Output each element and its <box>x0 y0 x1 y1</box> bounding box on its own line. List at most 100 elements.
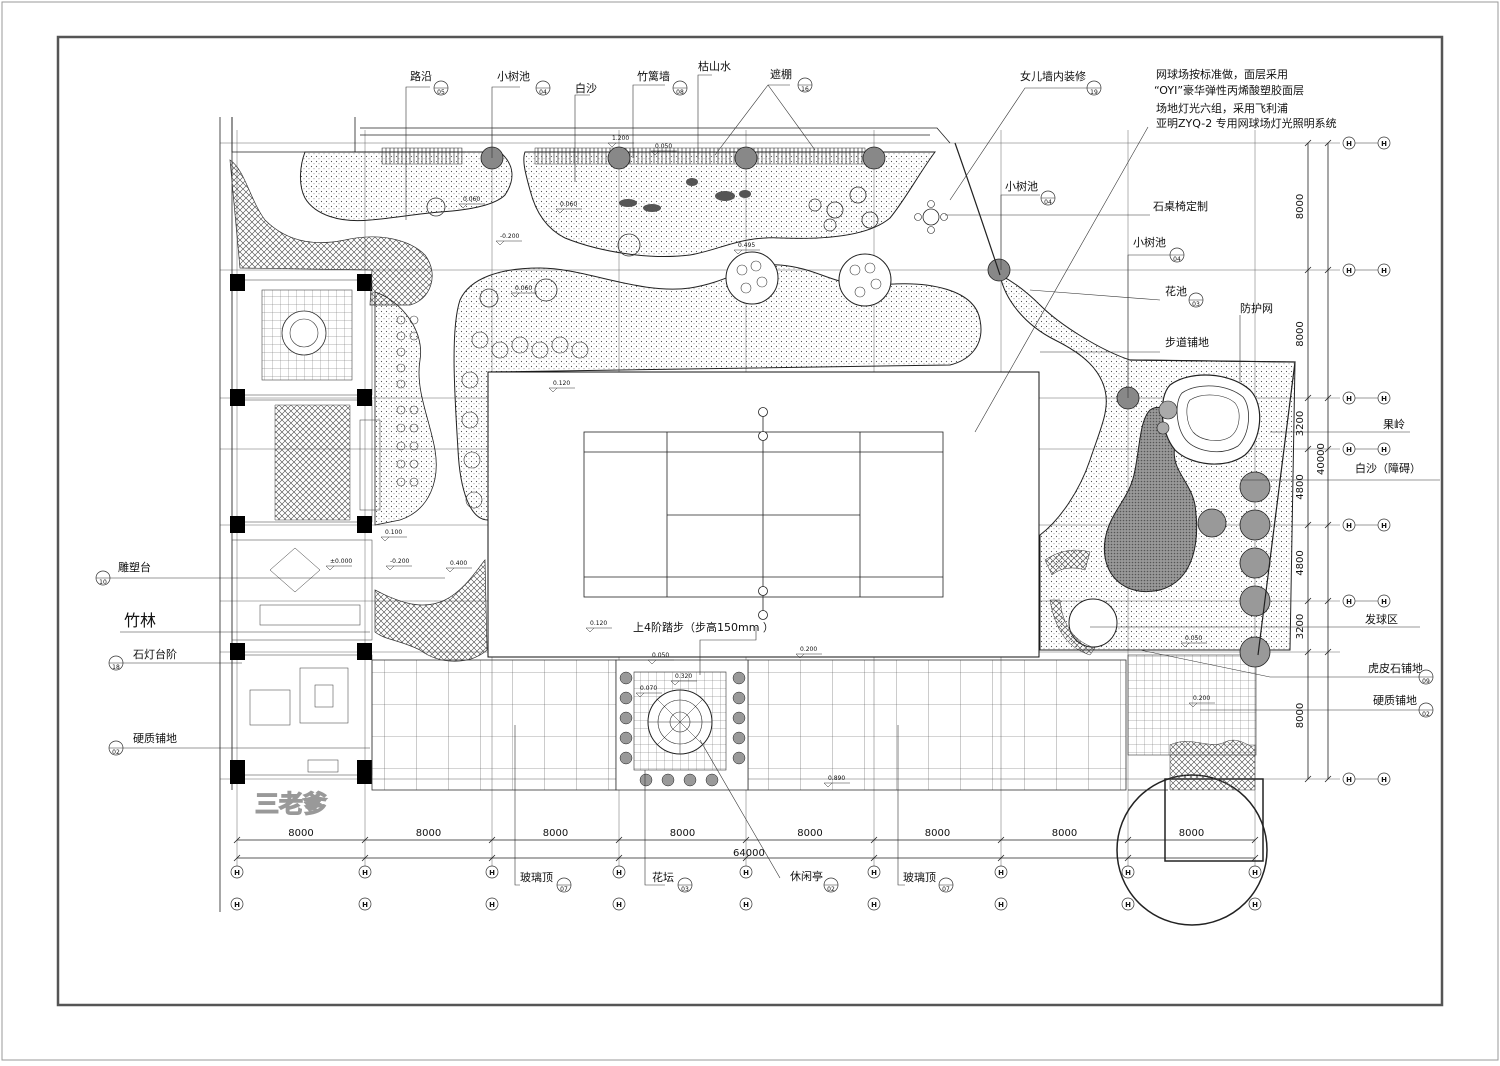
svg-text:-0.200: -0.200 <box>390 558 410 565</box>
elevation-marker: 0.050 <box>1180 635 1207 648</box>
label-yingzhi-left: 硬质铺地 <box>133 732 177 745</box>
elevation-marker: 0.060 <box>458 196 485 209</box>
label-shidengtaijie: 石灯台阶 <box>133 647 177 661</box>
svg-text:H: H <box>871 901 877 909</box>
axis-bubble-bottom: H <box>994 865 1008 879</box>
elevation-marker: 0.320 <box>670 673 697 686</box>
flower-beds <box>725 251 892 307</box>
svg-text:H: H <box>1346 140 1352 148</box>
elevation-marker: 0.890 <box>823 775 850 788</box>
svg-text:03: 03 <box>681 886 689 893</box>
svg-text:H: H <box>998 901 1004 909</box>
bubble-huatan: 03 <box>677 877 693 893</box>
label-shizhuoyi: 石桌椅定制 <box>1153 199 1208 213</box>
dim-right-total: 40000 <box>1316 443 1327 475</box>
svg-text:04: 04 <box>1044 199 1052 206</box>
label-xiaoshuchi-r1: 小树池 <box>1005 179 1038 193</box>
label-lubian: 路沿 <box>410 70 432 83</box>
axis-bubble-right: H <box>1342 518 1356 532</box>
axis-bubble-bottom-2: H <box>612 897 626 911</box>
svg-text:04: 04 <box>1173 256 1181 263</box>
bubble-diaosutai: 10 <box>95 570 111 586</box>
svg-text:02: 02 <box>827 886 835 893</box>
bubble-yingzhi-left: 02 <box>108 740 124 756</box>
dim-bottom-label: 8000 <box>1052 828 1077 839</box>
round-canopy <box>1116 774 1268 926</box>
axis-bubble-right-2: H <box>1377 263 1391 277</box>
svg-text:H: H <box>362 901 368 909</box>
svg-text:0.050: 0.050 <box>655 143 672 150</box>
svg-text:H: H <box>743 869 749 877</box>
bubble-huachi: 03 <box>1188 292 1204 308</box>
svg-text:H: H <box>234 869 240 877</box>
axis-bubble-bottom-2: H <box>994 897 1008 911</box>
dim-right-label: 8000 <box>1295 703 1306 728</box>
planter-circles-west <box>396 315 419 487</box>
svg-text:0.050: 0.050 <box>1185 635 1202 642</box>
elevation-marker: 0.495 <box>733 242 760 255</box>
label-zhulin: 竹林 <box>124 611 156 630</box>
dim-bottom-label: 8000 <box>1179 828 1204 839</box>
pavilion-planters <box>619 671 746 787</box>
svg-text:0.200: 0.200 <box>1193 695 1210 702</box>
axis-bubble-right: H <box>1342 391 1356 405</box>
bubble-xiaoshuchi-r1: 04 <box>1040 190 1056 206</box>
bubble-boliding-1: 07 <box>556 877 572 893</box>
label-zhepeng: 遮棚 <box>770 67 792 81</box>
tennis-note-3: 场地灯光六组，采用飞利浦 <box>1156 101 1288 115</box>
tennis-note-2: “OYI”豪华弹性丙烯酸塑胶面层 <box>1154 83 1304 97</box>
svg-text:0.060: 0.060 <box>515 285 532 292</box>
bubble-xiuxianting: 02 <box>823 877 839 893</box>
axis-bubble-bottom-2: H <box>485 897 499 911</box>
svg-text:H: H <box>1125 869 1131 877</box>
label-baisha-right: 白沙（障碍） <box>1355 461 1421 475</box>
dim-bottom-label: 8000 <box>288 828 313 839</box>
svg-text:0.070: 0.070 <box>640 685 657 692</box>
annotation-labels: 路沿 小树池 白沙 竹篱墙 枯山水 遮棚 女儿墙内装修 网球场按标准做，面层采用… <box>118 59 1423 884</box>
dim-total: 64000 <box>733 848 765 859</box>
golf-green <box>1161 374 1261 465</box>
svg-text:H: H <box>489 869 495 877</box>
svg-text:H: H <box>871 869 877 877</box>
label-boliding-1: 玻璃顶 <box>520 870 553 884</box>
shrub-cluster-west <box>461 331 589 509</box>
svg-text:H: H <box>998 869 1004 877</box>
label-steps-note: 上4阶踏步（步高150mm ） <box>633 620 774 634</box>
svg-text:0.400: 0.400 <box>450 560 467 567</box>
label-huachi: 花池 <box>1165 285 1187 298</box>
axis-bubble-bottom: H <box>612 865 626 879</box>
elevation-markers: 0.060 0.060 -0.200 0.495 0.060 0.120 0.100 ±0.0… <box>325 135 1215 788</box>
elevation-marker: 1.200 <box>607 135 634 148</box>
axis-bubble-bottom: H <box>230 865 244 879</box>
svg-text:-0.200: -0.200 <box>500 233 520 240</box>
label-boliding-2: 玻璃顶 <box>903 870 936 884</box>
flower-strip-west <box>374 291 437 526</box>
elevation-marker: 0.100 <box>380 529 407 542</box>
elevation-marker: 0.060 <box>555 201 582 214</box>
svg-text:±0.000: ±0.000 <box>330 558 352 565</box>
label-huatan: 花坛 <box>652 871 674 884</box>
dim-right-label: 3200 <box>1295 614 1306 639</box>
axis-bubble-right: H <box>1342 442 1356 456</box>
svg-text:0.050: 0.050 <box>652 652 669 659</box>
svg-text:H: H <box>616 869 622 877</box>
svg-text:18: 18 <box>112 664 120 671</box>
axis-bubble-right-2: H <box>1377 518 1391 532</box>
label-budaopudi: 步道铺地 <box>1165 335 1209 349</box>
svg-text:H: H <box>1346 395 1352 403</box>
axis-bubble-bottom: H <box>485 865 499 879</box>
bubble-lubian: 05 <box>433 80 449 96</box>
stone-table-set <box>914 200 948 234</box>
elevation-marker: ±0.000 <box>325 558 352 571</box>
svg-text:H: H <box>616 901 622 909</box>
bubble-hupishi: 09 <box>1418 669 1434 685</box>
axis-bubble-bottom-2: H <box>358 897 372 911</box>
axis-bubble-right: H <box>1342 772 1356 786</box>
label-kushanshui: 枯山水 <box>698 59 731 73</box>
svg-text:H: H <box>1381 395 1387 403</box>
svg-text:0.320: 0.320 <box>675 673 692 680</box>
svg-text:H: H <box>1125 901 1131 909</box>
dim-right-label: 3200 <box>1295 411 1306 436</box>
svg-text:0.120: 0.120 <box>590 620 607 627</box>
